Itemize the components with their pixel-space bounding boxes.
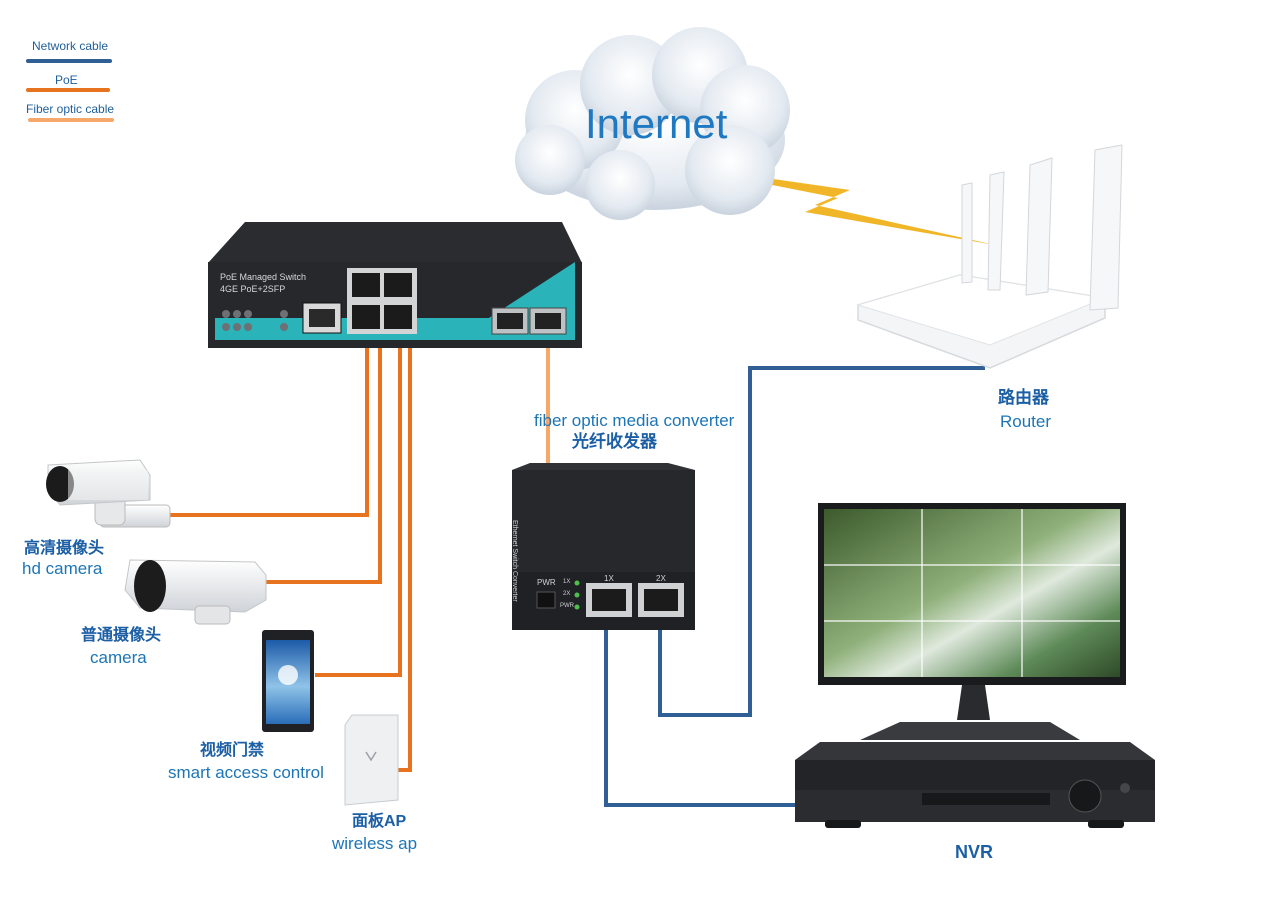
internet-label: Internet: [585, 100, 728, 147]
legend-poe-label: PoE: [55, 73, 78, 87]
poe-cable-camera: [265, 345, 382, 584]
hd-camera-device: [46, 459, 171, 528]
converter-port1-label: 1X: [604, 574, 614, 583]
network-cable-converter-nvr: [604, 612, 795, 807]
camera-label-en: camera: [90, 648, 147, 667]
camera-label-cn: 普通摄像头: [81, 627, 162, 644]
network-cable-converter-router: [658, 366, 985, 717]
legend-fiber-swatch: [28, 118, 114, 122]
poe-cable-hd-camera: [170, 345, 369, 517]
poe-managed-switch: [208, 222, 582, 348]
switch-title: PoE Managed Switch: [220, 272, 307, 282]
converter-led1-label: 1X: [563, 579, 571, 585]
poe-cable-access-control: [315, 345, 402, 677]
network-cable-group: [604, 366, 985, 807]
hd-camera-label-cn: 高清摄像头: [24, 540, 105, 557]
router-label-cn: 路由器: [998, 388, 1049, 407]
monitor-device: [818, 503, 1126, 740]
poe-cable-wireless-ap: [398, 345, 412, 772]
router-label-en: Router: [1000, 412, 1052, 431]
nvr-device: [795, 742, 1155, 828]
converter-side-text: Ethernet Switch Converter: [511, 520, 518, 602]
legend-poe-swatch: [26, 88, 110, 92]
wireless-ap-device: [344, 714, 399, 806]
poe-cable-group: [170, 345, 412, 772]
converter-label-en: fiber optic media converter: [534, 411, 735, 430]
wireless-link-bolt: [655, 162, 995, 245]
legend-network-cable-label: Network cable: [32, 39, 109, 53]
switch-subtitle: 4GE PoE+2SFP: [220, 284, 286, 294]
legend-fiber-label: Fiber optic cable: [26, 102, 115, 116]
nvr-label: NVR: [955, 842, 994, 862]
access-control-device: [262, 630, 314, 732]
wireless-ap-label-cn: 面板AP: [352, 813, 407, 830]
access-control-label-en: smart access control: [168, 763, 324, 782]
wireless-router: [856, 144, 1123, 369]
hd-camera-label-en: hd camera: [22, 559, 103, 578]
wireless-ap-label-en: wireless ap: [332, 834, 418, 853]
converter-led3-label: PWR: [560, 603, 574, 609]
converter-led2-label: 2X: [563, 591, 571, 597]
internet-cloud: [515, 27, 790, 220]
camera-device: [124, 559, 267, 625]
access-control-label-cn: 视频门禁: [200, 742, 265, 759]
converter-label-cn: 光纤收发器: [572, 432, 657, 451]
converter-pwr-label: PWR: [537, 578, 556, 587]
fiber-media-converter: [512, 463, 695, 630]
legend-network-cable-swatch: [26, 59, 112, 63]
converter-port2-label: 2X: [656, 574, 666, 583]
